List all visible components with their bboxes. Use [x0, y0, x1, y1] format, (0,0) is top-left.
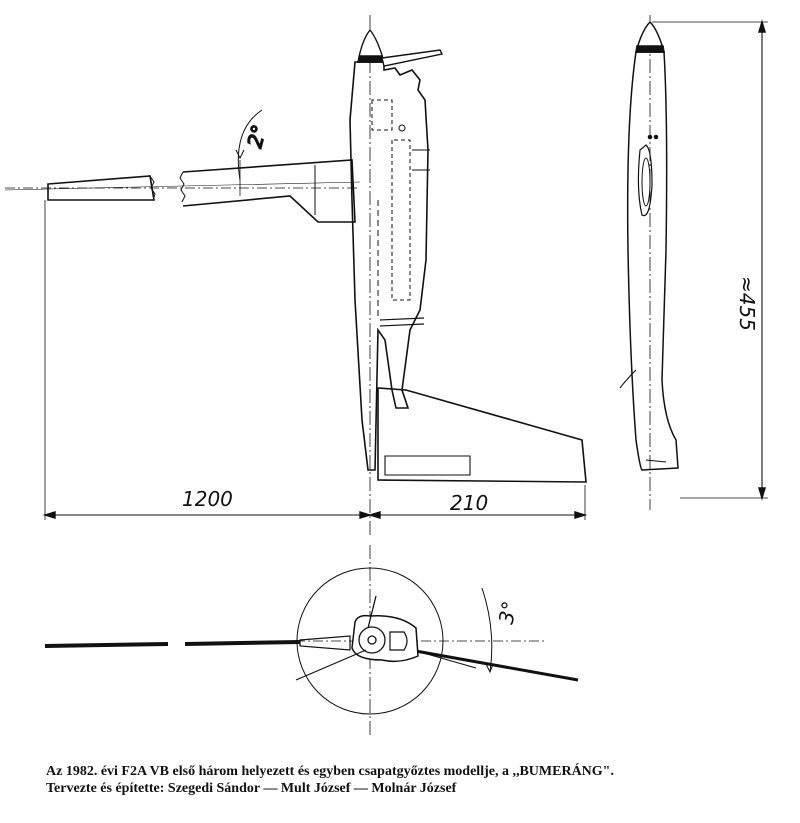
dihedral-angle-label: 3°	[494, 599, 522, 626]
wing-inner-panel	[182, 159, 356, 223]
length-dimension-label: ≈455	[735, 276, 759, 331]
nose-spinner	[357, 28, 385, 63]
wing-incidence-label: 2°	[242, 122, 271, 150]
propeller-blade	[381, 49, 444, 67]
fuselage-side	[626, 51, 679, 471]
caption-line-2: Tervezte és építette: Szegedi Sándor — M…	[46, 781, 457, 796]
caption: Az 1982. évi F2A VB első három helyezett…	[46, 763, 786, 797]
tail-span-dimension-label: 210	[450, 491, 488, 515]
top-view: 2°	[4, 15, 588, 535]
model-aircraft-drawing: 2° 1200 210 ≈455	[4, 15, 768, 735]
stabilizer	[377, 387, 587, 483]
left-wing-front	[44, 642, 169, 648]
span-dimension-label: 1200	[182, 487, 233, 511]
front-view	[44, 545, 579, 735]
fuselage-top	[349, 61, 429, 471]
caption-line-1: Az 1982. évi F2A VB első három helyezett…	[46, 764, 614, 779]
side-view	[619, 15, 768, 510]
right-wing-front	[409, 648, 579, 682]
wing-tip-fragment	[47, 175, 155, 201]
